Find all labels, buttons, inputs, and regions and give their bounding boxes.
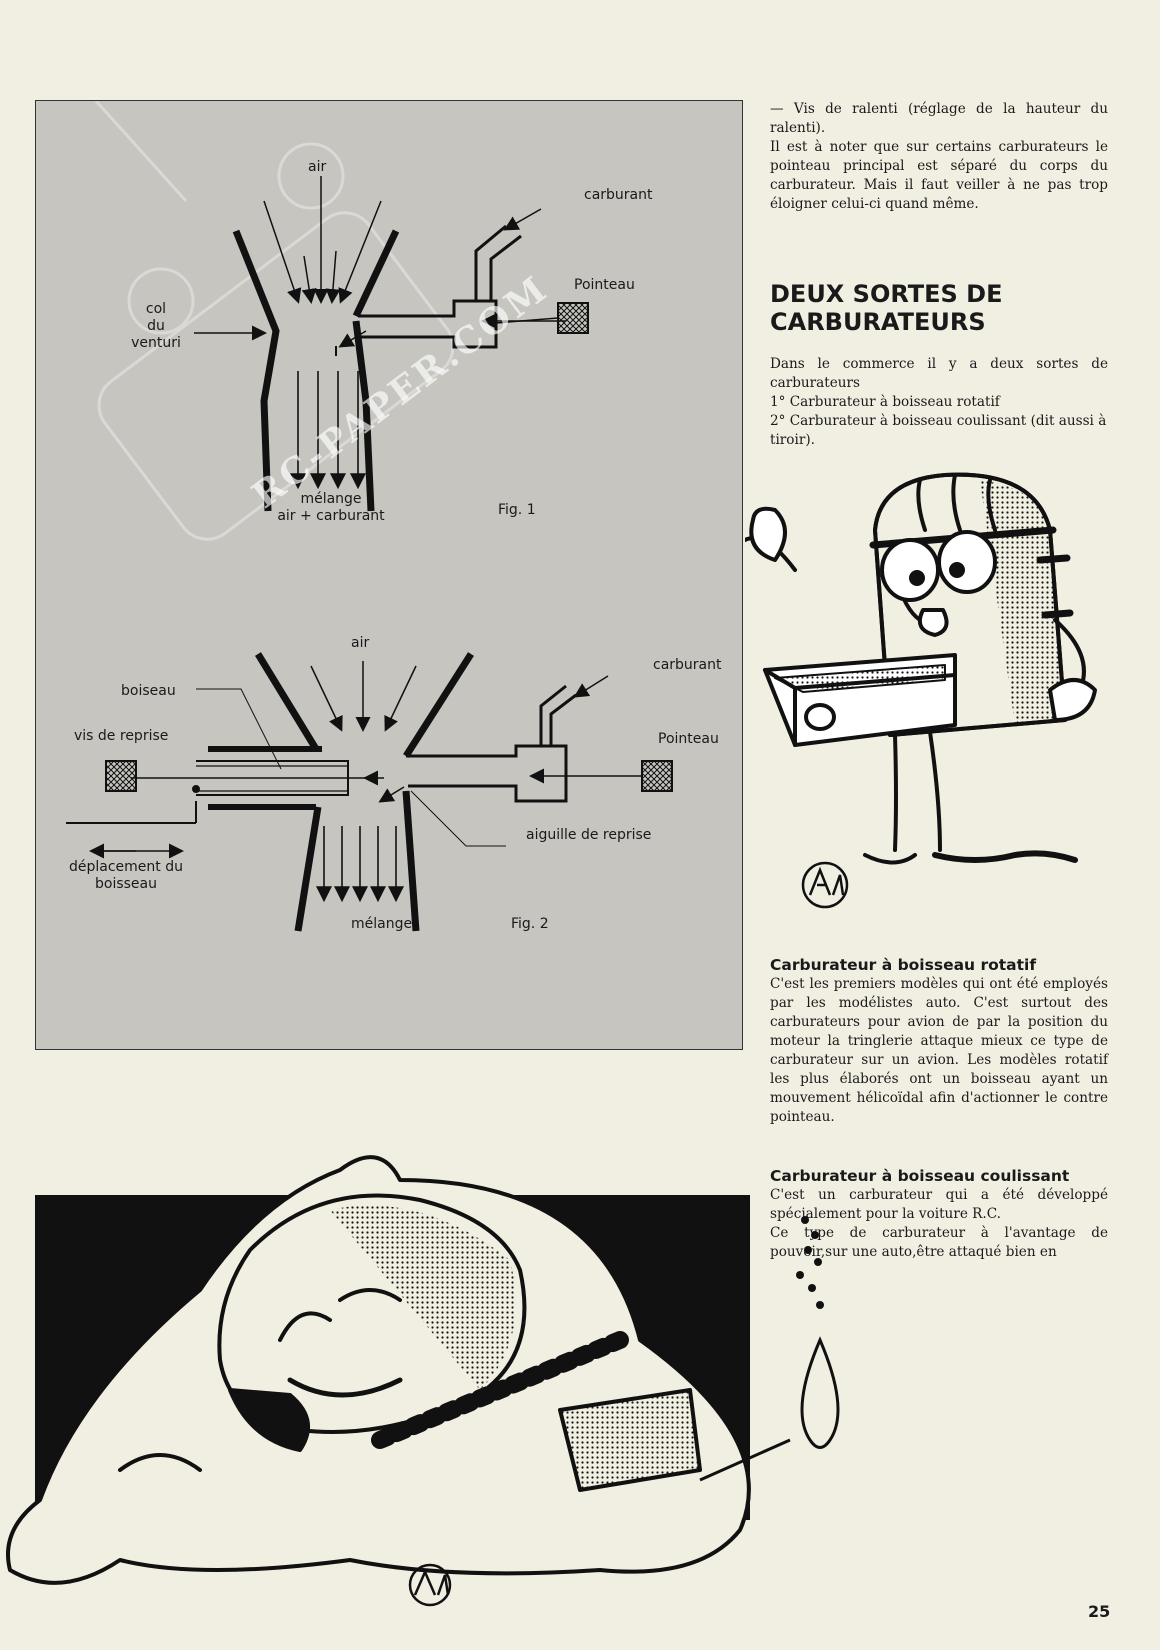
fig2-boiseau-label: boiseau <box>121 683 176 699</box>
type-2: 2° Carburateur à boisseau coulissant (di… <box>770 413 1107 448</box>
intro-line-2: Il est à noter que sur certains carburat… <box>770 139 1108 212</box>
fig2-pointeau-icon <box>641 760 673 792</box>
fig1-air-label: air <box>308 159 327 175</box>
signature-icon <box>408 1563 452 1607</box>
carburetor-character-illustration <box>745 472 1097 909</box>
fig2-carburant-label: carburant <box>653 657 722 673</box>
fig1-col-venturi-label: col du venturi <box>131 301 181 351</box>
types-text: Dans le commerce il y a deux sortes de c… <box>770 355 1108 450</box>
fig2-caption: Fig. 2 <box>511 916 549 932</box>
fig1-venturi <box>232 224 522 512</box>
carburetor-diagrams <box>66 101 673 932</box>
fig2-mixture-arrows <box>316 826 404 903</box>
fig2-aiguille-label: aiguille de reprise <box>526 827 652 843</box>
intro-line-1: — Vis de ralenti (réglage de la hauteur … <box>770 101 1108 136</box>
signature-icon <box>801 861 849 909</box>
fig2-venturi <box>66 652 577 932</box>
match-icon <box>699 1336 840 1482</box>
section-coulissant-body-2: Ce type de carburateur à l'avantage de p… <box>770 1225 1108 1260</box>
fig2-melange-label: mélange <box>351 916 413 932</box>
section-coulissant-title: Carburateur à boisseau coulissant <box>770 1167 1070 1185</box>
type-1: 1° Carburateur à boisseau rotatif <box>770 394 1000 410</box>
fig2-air-arrows <box>310 661 642 803</box>
section-heading: DEUX SORTES DE CARBURATEURS <box>770 280 1003 336</box>
fig2-air-label: air <box>351 635 370 651</box>
section-coulissant-body-1: C'est un carburateur qui a été développé… <box>770 1187 1108 1222</box>
section-rotatif-title: Carburateur à boisseau rotatif <box>770 956 1037 974</box>
fig2-vis-reprise-icon <box>105 760 137 792</box>
fig2-leader-lines <box>196 688 506 847</box>
sleeping-carburetor-illustration <box>6 1155 840 1607</box>
section-rotatif-body: C'est les premiers modèles qui ont été e… <box>770 976 1108 1125</box>
diagram-panel: RC-PAPER.COM air carburant Pointeau col … <box>35 100 743 1050</box>
fig1-melange-label: mélange air + carburant <box>277 491 385 524</box>
fig2-vis-reprise-label: vis de reprise <box>74 728 169 744</box>
smoke-dots-icon <box>796 1216 824 1309</box>
page-number: 25 <box>1088 1602 1111 1621</box>
fig1-carburant-label: carburant <box>584 187 653 203</box>
fig2-pointeau-label: Pointeau <box>658 731 719 747</box>
fig1-air-arrows <box>194 176 566 348</box>
transmitter-ghost-icon <box>94 101 455 541</box>
fig1-mixture-arrows <box>290 371 366 490</box>
section-rotatif: Carburateur à boisseau rotatif C'est les… <box>770 955 1108 1127</box>
fig1-caption: Fig. 1 <box>498 502 536 518</box>
section-coulissant: Carburateur à boisseau coulissant C'est … <box>770 1166 1108 1262</box>
fig1-pointeau-label: Pointeau <box>574 277 635 293</box>
fig1-pointeau-icon <box>557 302 589 334</box>
types-intro: Dans le commerce il y a deux sortes de c… <box>770 356 1108 391</box>
fig2-deplacement-label: déplacement du boisseau <box>69 859 183 892</box>
intro-text: — Vis de ralenti (réglage de la hauteur … <box>770 100 1108 214</box>
